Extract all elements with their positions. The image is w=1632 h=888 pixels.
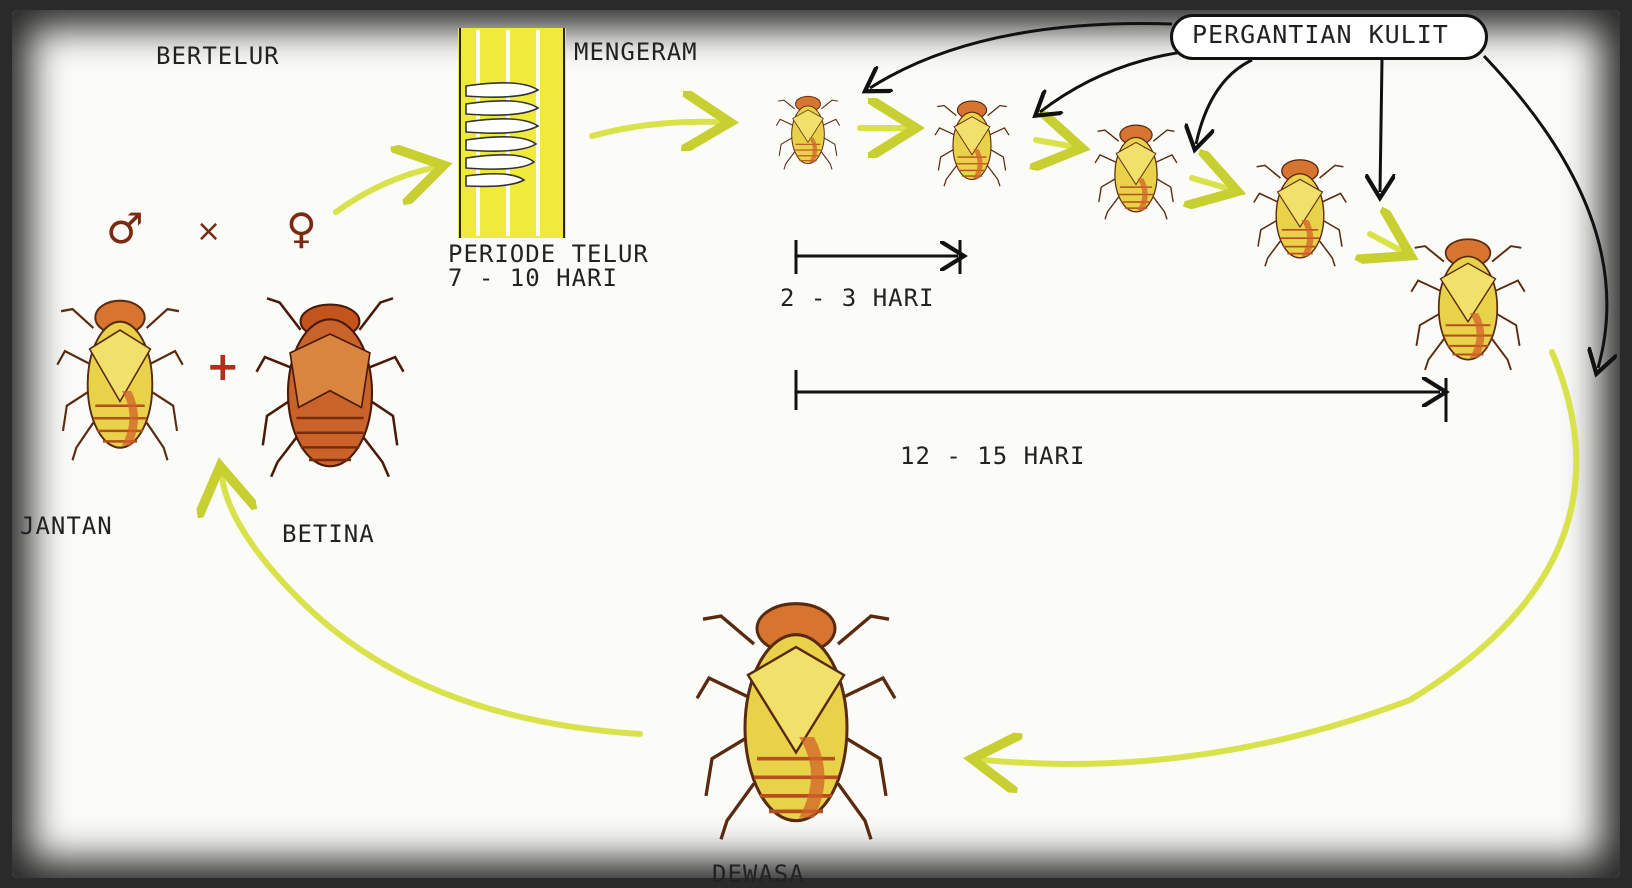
label-nymph-total: 12 - 15 HARI: [900, 442, 1085, 470]
arrow-nymph-to-adult: [984, 352, 1576, 764]
arrow-adult-to-parents: [222, 478, 640, 734]
nymph-instar-1: [776, 96, 839, 169]
adult-dewasa: [697, 604, 895, 840]
female-adult-betina: [257, 298, 404, 476]
label-dewasa: DEWASA: [712, 860, 805, 888]
arrow-instar-4-5: [1370, 234, 1400, 250]
duration-bars: [796, 240, 1446, 422]
arrow-eggs-to-nymph: [592, 122, 718, 136]
molt-arrow-1: [870, 24, 1172, 88]
nymph-instar-5: [1411, 239, 1525, 370]
egg-leaf-illustration: [458, 28, 566, 238]
label-pergantian-kulit: PERGANTIAN KULIT: [1192, 20, 1449, 49]
nymph-instar-4: [1254, 160, 1346, 266]
label-nymph-interval: 2 - 3 HARI: [780, 284, 935, 312]
nymph-instar-2: [935, 101, 1009, 186]
arrow-instar-2-3: [1036, 140, 1070, 146]
male-symbol: ♂: [106, 204, 144, 253]
label-mengeram: MENGERAM: [574, 38, 698, 66]
label-periode-telur-days: 7 - 10 HARI: [448, 264, 618, 292]
molt-arrow-4: [1380, 60, 1382, 192]
male-adult-jantan: [57, 301, 182, 461]
molt-arrow-5: [1484, 56, 1607, 368]
label-bertelur: BERTELUR: [156, 42, 280, 70]
nymph-instar-3: [1095, 125, 1177, 219]
cross-symbol: ×: [196, 214, 221, 249]
arrow-instar-3-4: [1192, 178, 1226, 188]
molt-arrow-3: [1196, 60, 1252, 144]
arrow-mating-to-eggs: [336, 168, 432, 212]
label-betina: BETINA: [282, 520, 375, 548]
female-symbol: ♀: [286, 204, 317, 253]
plus-symbol: +: [206, 344, 240, 390]
label-jantan: JANTAN: [20, 512, 113, 540]
